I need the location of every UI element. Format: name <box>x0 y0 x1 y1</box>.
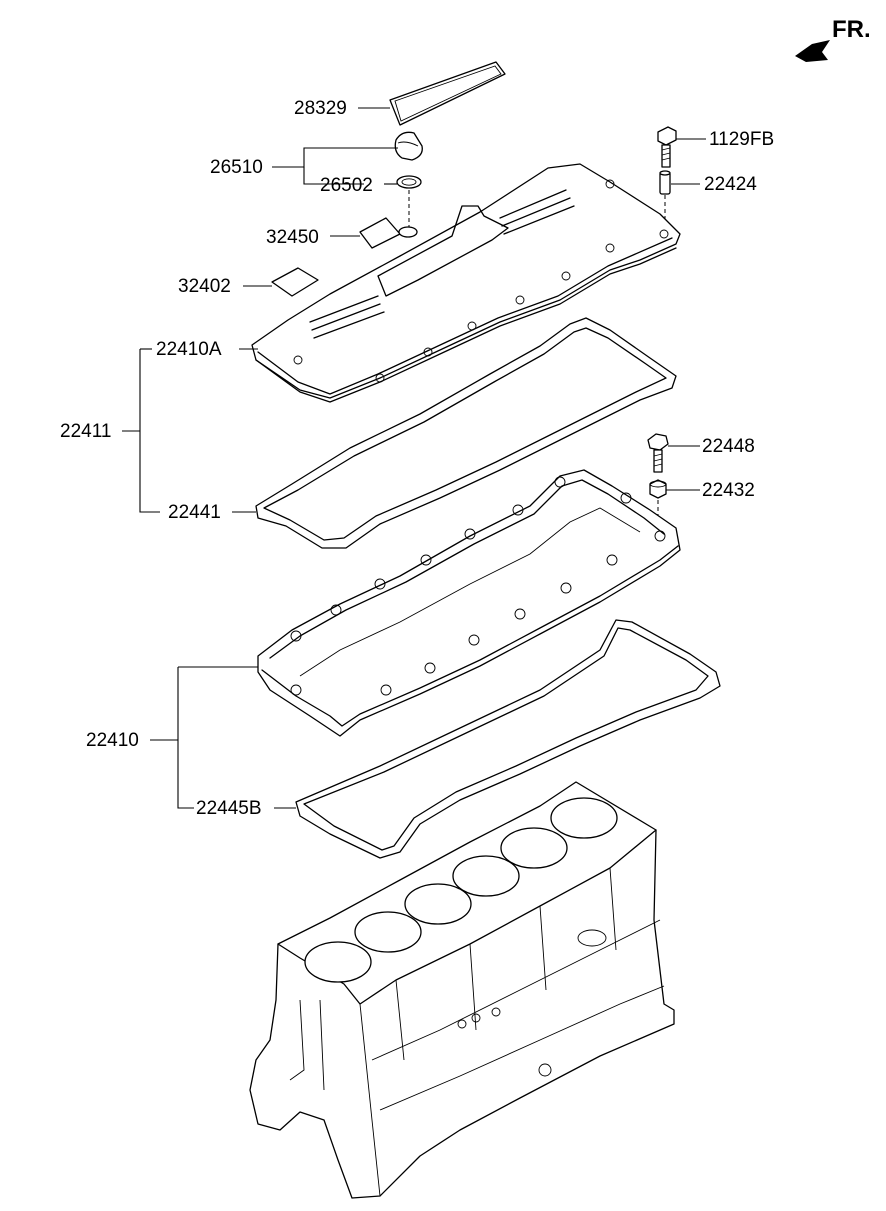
callout-22441: 22441 <box>168 502 221 523</box>
callout-1129FB: 1129FB <box>709 129 775 150</box>
part-22445B-base-gasket <box>295 619 721 859</box>
part-28329-label-plate <box>389 61 506 126</box>
callout-26510: 26510 <box>210 157 263 178</box>
part-26510-oil-filler-cap <box>394 131 423 161</box>
front-direction-arrow-icon <box>795 40 830 62</box>
part-32450-label <box>359 217 401 249</box>
part-22410-rocker-housing <box>257 469 681 737</box>
callout-leader-lines <box>122 107 706 809</box>
callout-22424: 22424 <box>704 174 757 195</box>
part-22441-cover-gasket <box>255 317 677 549</box>
part-32402-label <box>271 267 319 297</box>
callout-22410: 22410 <box>86 730 139 751</box>
callout-22448: 22448 <box>702 436 755 457</box>
part-22448-bolt <box>647 433 669 473</box>
engine-cylinder-block <box>249 781 675 1199</box>
callout-22411: 22411 <box>60 421 112 442</box>
part-1129FB-bolt <box>657 126 677 168</box>
callout-32402: 32402 <box>178 276 231 297</box>
callout-26502: 26502 <box>320 175 373 196</box>
front-direction-label: FR. <box>832 16 871 43</box>
callout-28329: 28329 <box>294 98 347 119</box>
part-26502-seal-ring <box>396 175 422 228</box>
part-22410A-head-cover <box>251 163 681 403</box>
callout-22445B: 22445B <box>196 798 262 819</box>
callout-22432: 22432 <box>702 480 755 501</box>
callout-22410A: 22410A <box>156 339 222 360</box>
callout-32450: 32450 <box>266 227 319 248</box>
